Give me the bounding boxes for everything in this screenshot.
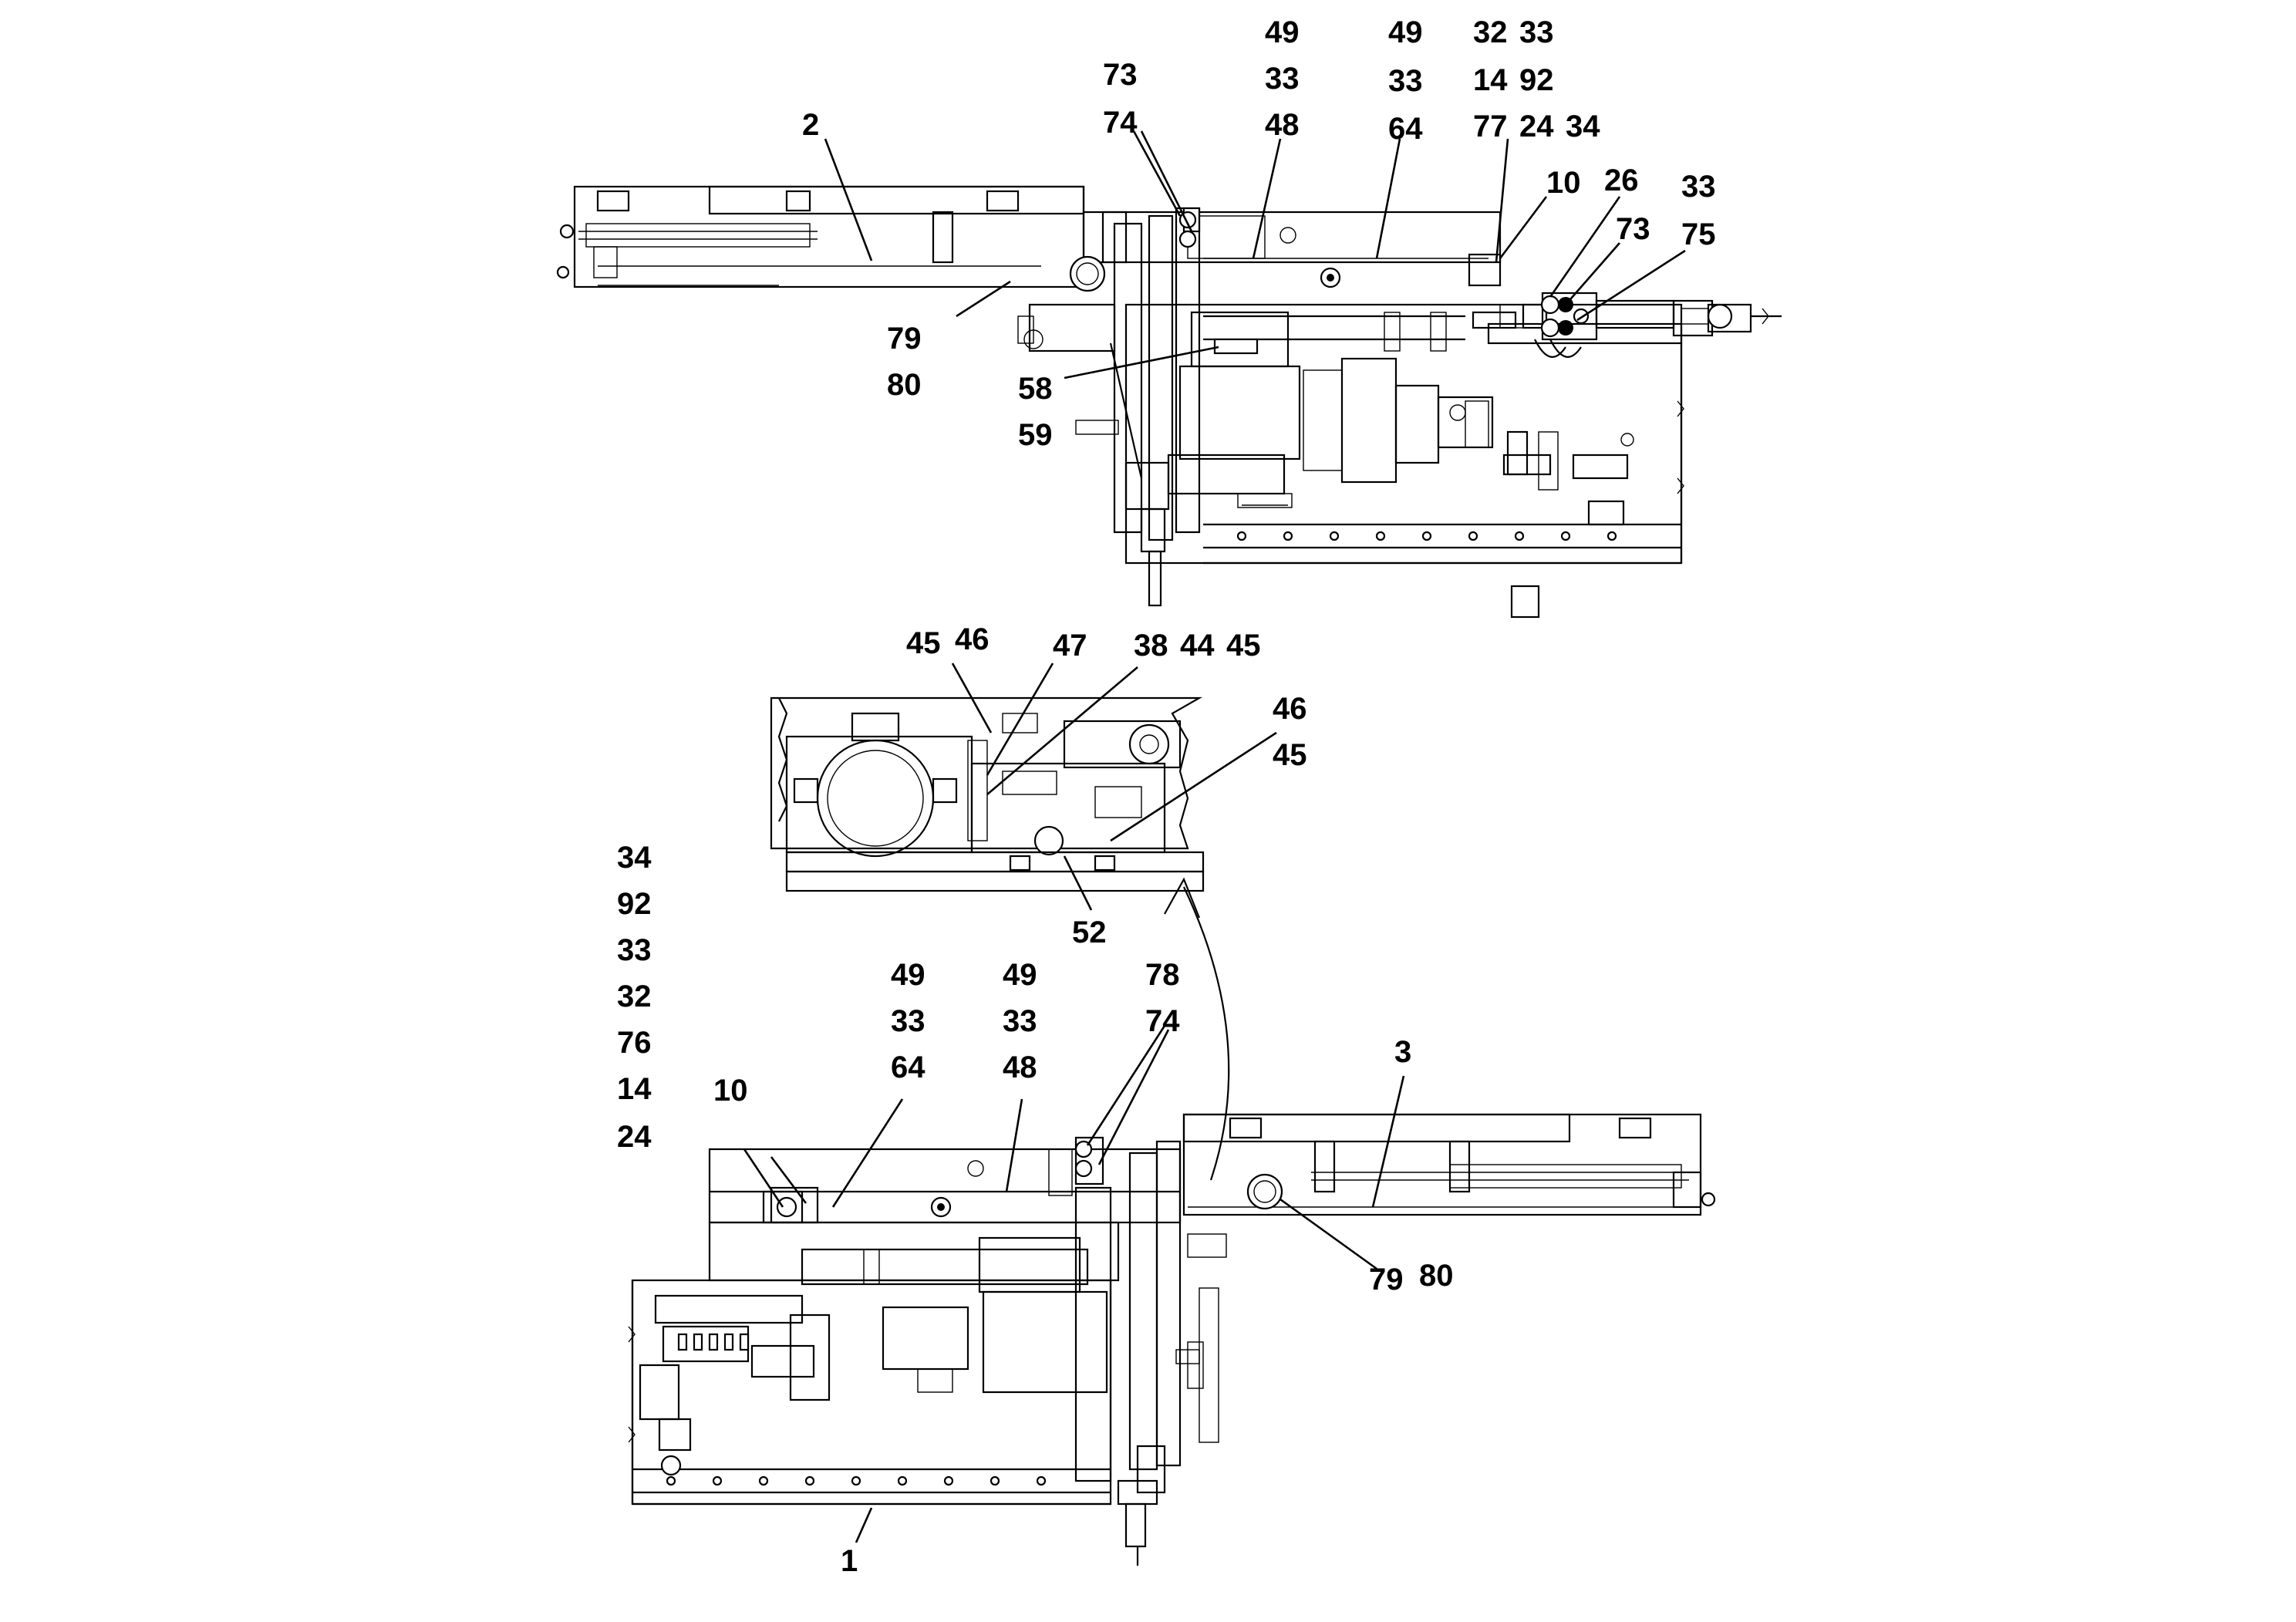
callout-24: 24 bbox=[1519, 110, 1554, 143]
callout-48: 48 bbox=[1265, 108, 1300, 142]
callout-33: 33 bbox=[1265, 62, 1300, 96]
callout-33: 33 bbox=[1681, 170, 1716, 204]
callout-92: 92 bbox=[1519, 63, 1554, 97]
callout-64: 64 bbox=[1388, 112, 1423, 146]
callout-14: 14 bbox=[617, 1072, 652, 1106]
callout-76: 76 bbox=[617, 1026, 652, 1060]
callout-32: 32 bbox=[1473, 15, 1508, 49]
callout-2: 2 bbox=[802, 108, 819, 142]
callout-58: 58 bbox=[1018, 372, 1053, 406]
leader-lines bbox=[743, 130, 1686, 1543]
callout-10: 10 bbox=[713, 1074, 748, 1108]
detail-view bbox=[770, 696, 1205, 892]
callout-44: 44 bbox=[1180, 629, 1215, 663]
callout-59: 59 bbox=[1018, 418, 1053, 452]
callout-48: 48 bbox=[1003, 1050, 1037, 1084]
callout-46: 46 bbox=[955, 622, 990, 656]
callout-32: 32 bbox=[617, 980, 652, 1013]
callout-45: 45 bbox=[1273, 738, 1307, 772]
callout-46: 46 bbox=[1273, 692, 1307, 726]
callout-49: 49 bbox=[1265, 15, 1300, 49]
callout-3: 3 bbox=[1394, 1035, 1411, 1069]
callout-33: 33 bbox=[1388, 64, 1423, 98]
callout-26: 26 bbox=[1604, 164, 1639, 197]
callout-74: 74 bbox=[1145, 1004, 1180, 1038]
callout-33: 33 bbox=[1519, 15, 1554, 49]
curved-arrow bbox=[1183, 886, 1230, 1181]
callout-80: 80 bbox=[887, 368, 922, 402]
callout-49: 49 bbox=[891, 958, 925, 992]
callout-14: 14 bbox=[1473, 63, 1508, 97]
callout-49: 49 bbox=[1388, 15, 1423, 49]
callout-79: 79 bbox=[1369, 1263, 1404, 1297]
callout-34: 34 bbox=[1566, 110, 1600, 143]
bottom-assembly bbox=[628, 1113, 1716, 1566]
callout-33: 33 bbox=[891, 1004, 925, 1038]
callout-75: 75 bbox=[1681, 218, 1716, 251]
callout-78: 78 bbox=[1145, 958, 1180, 992]
callout-34: 34 bbox=[617, 841, 652, 875]
callout-64: 64 bbox=[891, 1050, 925, 1084]
callout-45: 45 bbox=[906, 626, 941, 660]
callout-73: 73 bbox=[1103, 58, 1138, 92]
callout-52: 52 bbox=[1072, 916, 1107, 949]
callout-74: 74 bbox=[1103, 106, 1138, 140]
callout-1: 1 bbox=[841, 1544, 858, 1578]
callout-24: 24 bbox=[617, 1120, 652, 1154]
callout-labels: 2 73 74 49 33 48 49 33 64 32 33 14 92 77… bbox=[617, 15, 1716, 1578]
callout-33: 33 bbox=[1003, 1004, 1037, 1038]
callout-45: 45 bbox=[1226, 629, 1261, 663]
arrow-head-icon bbox=[1164, 877, 1201, 919]
callout-79: 79 bbox=[887, 322, 922, 356]
callout-73: 73 bbox=[1616, 212, 1650, 246]
callout-47: 47 bbox=[1053, 629, 1087, 663]
callout-92: 92 bbox=[617, 887, 652, 921]
callout-49: 49 bbox=[1003, 958, 1037, 992]
callout-77: 77 bbox=[1473, 110, 1508, 143]
callout-33: 33 bbox=[617, 933, 652, 967]
callout-38: 38 bbox=[1134, 629, 1168, 663]
callout-80: 80 bbox=[1419, 1259, 1454, 1293]
top-assembly bbox=[556, 185, 1782, 619]
callout-10: 10 bbox=[1546, 166, 1581, 200]
